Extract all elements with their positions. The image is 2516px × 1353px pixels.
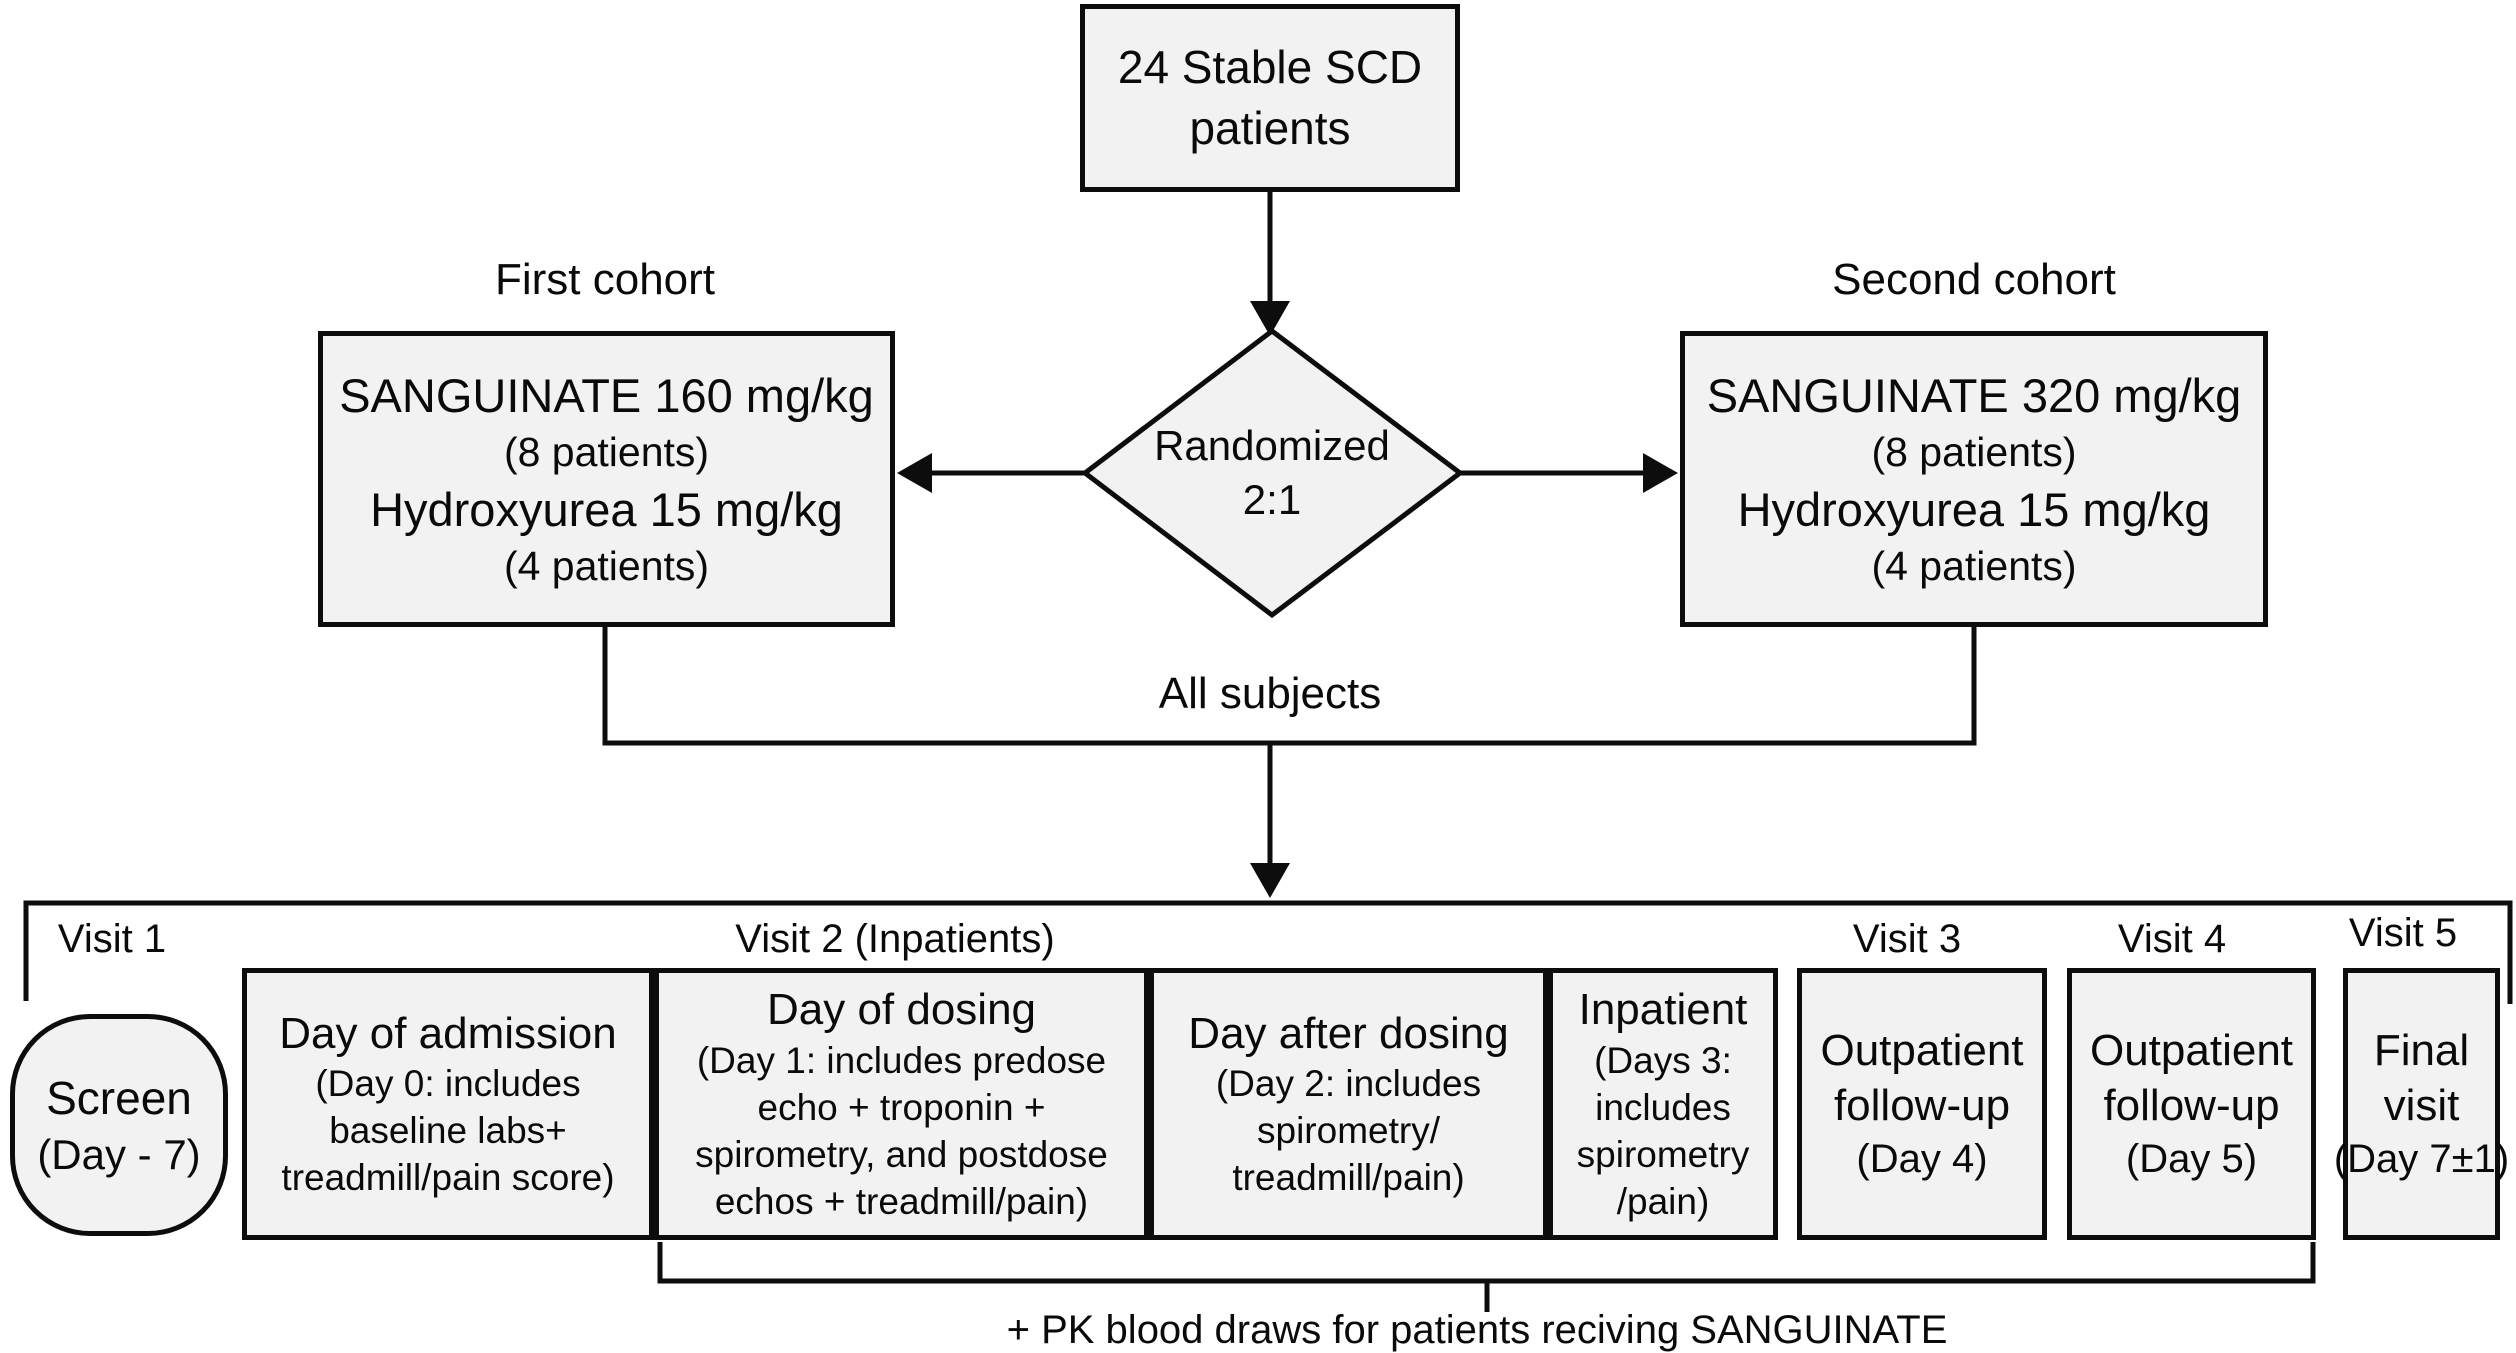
visit-5-title-line: Final	[2373, 1025, 2470, 1075]
second-cohort-box: SANGUINATE 320 mg/kg (8 patients) Hydrox…	[1680, 331, 2268, 627]
inpatient-title: Inpatient	[1578, 985, 1748, 1035]
visit-4-label: Visit 4	[2117, 916, 2227, 961]
visit-3-box: Outpatient follow-up (Day 4)	[1797, 968, 2047, 1240]
dosing-sub-line: echos + treadmill/pain)	[714, 1180, 1089, 1222]
visit-1-label: Visit 1	[57, 916, 167, 961]
inpatient-sub-line: spirometry	[1576, 1133, 1750, 1175]
visit-5-label: Visit 5	[2348, 910, 2458, 955]
inpatient-sub-line: includes	[1595, 1086, 1731, 1128]
arrowhead-down-icon	[1250, 301, 1290, 336]
all-subjects-label: All subjects	[1158, 668, 1382, 718]
diamond-shape	[1080, 327, 1465, 619]
admission-box: Day of admission (Day 0: includes baseli…	[242, 968, 654, 1240]
arrowhead-right-icon	[1643, 453, 1678, 493]
visit-3-title-line: Outpatient	[1820, 1025, 2024, 1075]
screen-title: Screen	[46, 1071, 192, 1124]
randomized-line: Randomized	[1154, 422, 1390, 470]
dosing-title: Day of dosing	[766, 985, 1037, 1035]
visit-2-label: Visit 2 (Inpatients)	[735, 916, 1055, 961]
visit-3-label: Visit 3	[1852, 916, 1962, 961]
patients-box-line2: patients	[1189, 102, 1351, 154]
dosing-sub-line: echo + troponin +	[757, 1086, 1046, 1128]
visit-4-title-line: follow-up	[2103, 1081, 2280, 1130]
screen-day: (Day - 7)	[37, 1131, 201, 1179]
visit-5-day: (Day 7±1)	[2333, 1137, 2510, 1182]
ratio-line: 2:1	[1242, 476, 1302, 523]
patients-box-line1: 24 Stable SCD	[1117, 41, 1423, 94]
admission-sub-line: (Day 0: includes	[315, 1063, 581, 1105]
pk-bracket	[657, 1242, 2316, 1284]
arrowhead-down-icon	[1250, 863, 1290, 898]
visit-4-title-line: Outpatient	[2089, 1025, 2294, 1075]
after-dosing-sub-line: treadmill/pain)	[1232, 1157, 1465, 1199]
second-cohort-dose: SANGUINATE 320 mg/kg	[1706, 368, 2242, 422]
admission-sub-line: baseline labs+	[329, 1110, 567, 1152]
pk-note: + PK blood draws for patients reciving S…	[1006, 1308, 1948, 1353]
admission-title: Day of admission	[279, 1008, 617, 1058]
dosing-box: Day of dosing (Day 1: includes predose e…	[654, 968, 1149, 1240]
inpatient-box: Inpatient (Days 3: includes spirometry /…	[1548, 968, 1778, 1240]
after-dosing-sub-line: spirometry/	[1257, 1110, 1440, 1152]
after-dosing-title: Day after dosing	[1188, 1008, 1509, 1058]
after-dosing-box: Day after dosing (Day 2: includes spirom…	[1149, 968, 1548, 1240]
visit-5-title-line: visit	[2383, 1081, 2460, 1130]
after-dosing-sub-line: (Day 2: includes	[1215, 1063, 1482, 1105]
screen-node: Screen (Day - 7)	[10, 1014, 228, 1236]
inpatient-sub-line: /pain)	[1616, 1180, 1710, 1222]
visit-4-day: (Day 5)	[2125, 1137, 2258, 1182]
first-cohort-dose-n: (8 patients)	[503, 428, 710, 475]
second-cohort-hydroxyurea-n: (4 patients)	[1871, 543, 2077, 590]
dosing-sub-line: spirometry, and postdose	[695, 1133, 1108, 1175]
dosing-sub-line: (Day 1: includes predose	[696, 1039, 1107, 1081]
first-cohort-box: SANGUINATE 160 mg/kg (8 patients) Hydrox…	[318, 331, 895, 627]
admission-sub-line: treadmill/pain score)	[281, 1157, 615, 1199]
visit-4-box: Outpatient follow-up (Day 5)	[2067, 968, 2316, 1240]
second-cohort-label: Second cohort	[1832, 254, 2116, 304]
first-cohort-label: First cohort	[494, 254, 716, 304]
second-cohort-hydroxyurea: Hydroxyurea 15 mg/kg	[1737, 483, 2211, 536]
first-cohort-hydroxyurea: Hydroxyurea 15 mg/kg	[370, 483, 843, 536]
randomized-diamond-text: Randomized 2:1	[1072, 383, 1472, 563]
first-cohort-dose: SANGUINATE 160 mg/kg	[339, 368, 874, 422]
arrowhead-left-icon	[897, 453, 932, 493]
visit-3-title-line: follow-up	[1833, 1081, 2011, 1130]
second-cohort-dose-n: (8 patients)	[1871, 428, 2077, 475]
timeline-top-bracket	[23, 900, 2513, 1004]
inpatient-sub-line: (Days 3:	[1594, 1039, 1732, 1081]
first-cohort-hydroxyurea-n: (4 patients)	[503, 543, 710, 590]
patients-box: 24 Stable SCD patients	[1080, 4, 1460, 192]
visit-5-box: Final visit (Day 7±1)	[2334, 968, 2509, 1240]
visit-3-day: (Day 4)	[1856, 1137, 1988, 1182]
